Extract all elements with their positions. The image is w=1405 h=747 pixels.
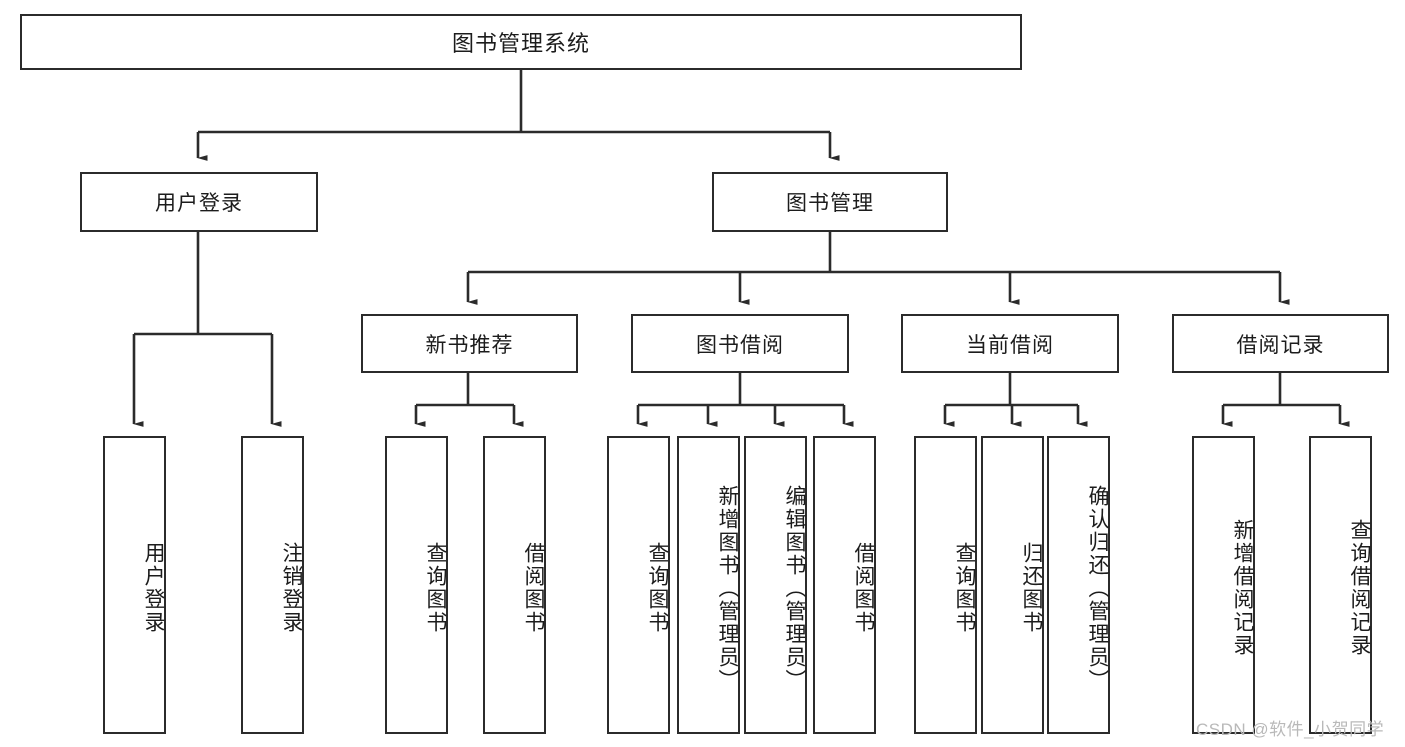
node-label: 查询图书 — [953, 542, 976, 634]
node-label: 借阅图书 — [522, 542, 545, 634]
node-label: 查询借阅记录 — [1348, 519, 1371, 657]
leaf-add-borrow-record[interactable]: 新增借阅记录 — [1192, 436, 1255, 734]
node-label: 借阅记录 — [1236, 333, 1325, 357]
leaf-borrow-book-borrow[interactable]: 借阅图书 — [813, 436, 876, 734]
leaf-borrow-book-recommend[interactable]: 借阅图书 — [483, 436, 546, 734]
node-current-borrow[interactable]: 当前借阅 — [901, 314, 1119, 373]
node-label: 借阅图书 — [852, 542, 875, 634]
leaf-user-login[interactable]: 用户登录 — [103, 436, 166, 734]
node-book-borrow[interactable]: 图书借阅 — [631, 314, 849, 373]
node-label: 编辑图书（管理员） — [783, 484, 806, 692]
node-label: 当前借阅 — [966, 333, 1054, 357]
node-label: 查询图书 — [424, 542, 447, 634]
leaf-return-book[interactable]: 归还图书 — [981, 436, 1044, 734]
node-new-book-recommend[interactable]: 新书推荐 — [361, 314, 578, 373]
leaf-query-book-recommend[interactable]: 查询图书 — [385, 436, 448, 734]
node-label: 图书管理 — [786, 192, 874, 215]
leaf-query-book-borrow[interactable]: 查询图书 — [607, 436, 670, 734]
node-label: 查询图书 — [646, 542, 669, 634]
node-label: 确认归还（管理员） — [1086, 484, 1109, 692]
leaf-add-book-admin[interactable]: 新增图书（管理员） — [677, 436, 740, 734]
node-label: 图书借阅 — [696, 333, 784, 357]
node-borrow-record[interactable]: 借阅记录 — [1172, 314, 1389, 373]
node-label: 归还图书 — [1020, 542, 1043, 634]
node-label: 新增图书（管理员） — [716, 484, 739, 692]
leaf-confirm-return-admin[interactable]: 确认归还（管理员） — [1047, 436, 1110, 734]
node-label: 注销登录 — [280, 542, 303, 634]
node-label: 图书管理系统 — [451, 31, 590, 56]
node-label: 新书推荐 — [425, 333, 514, 357]
leaf-logout[interactable]: 注销登录 — [241, 436, 304, 734]
node-root-system[interactable]: 图书管理系统 — [20, 14, 1022, 70]
leaf-edit-book-admin[interactable]: 编辑图书（管理员） — [744, 436, 807, 734]
leaf-query-book-current[interactable]: 查询图书 — [914, 436, 977, 734]
node-label: 用户登录 — [155, 192, 243, 215]
node-label: 新增借阅记录 — [1231, 519, 1254, 657]
leaf-query-borrow-record[interactable]: 查询借阅记录 — [1309, 436, 1372, 734]
node-book-manage[interactable]: 图书管理 — [712, 172, 948, 232]
node-user-login[interactable]: 用户登录 — [80, 172, 318, 232]
node-label: 用户登录 — [142, 542, 165, 634]
csdn-watermark: CSDN @软件_小贺同学 — [1196, 720, 1385, 739]
